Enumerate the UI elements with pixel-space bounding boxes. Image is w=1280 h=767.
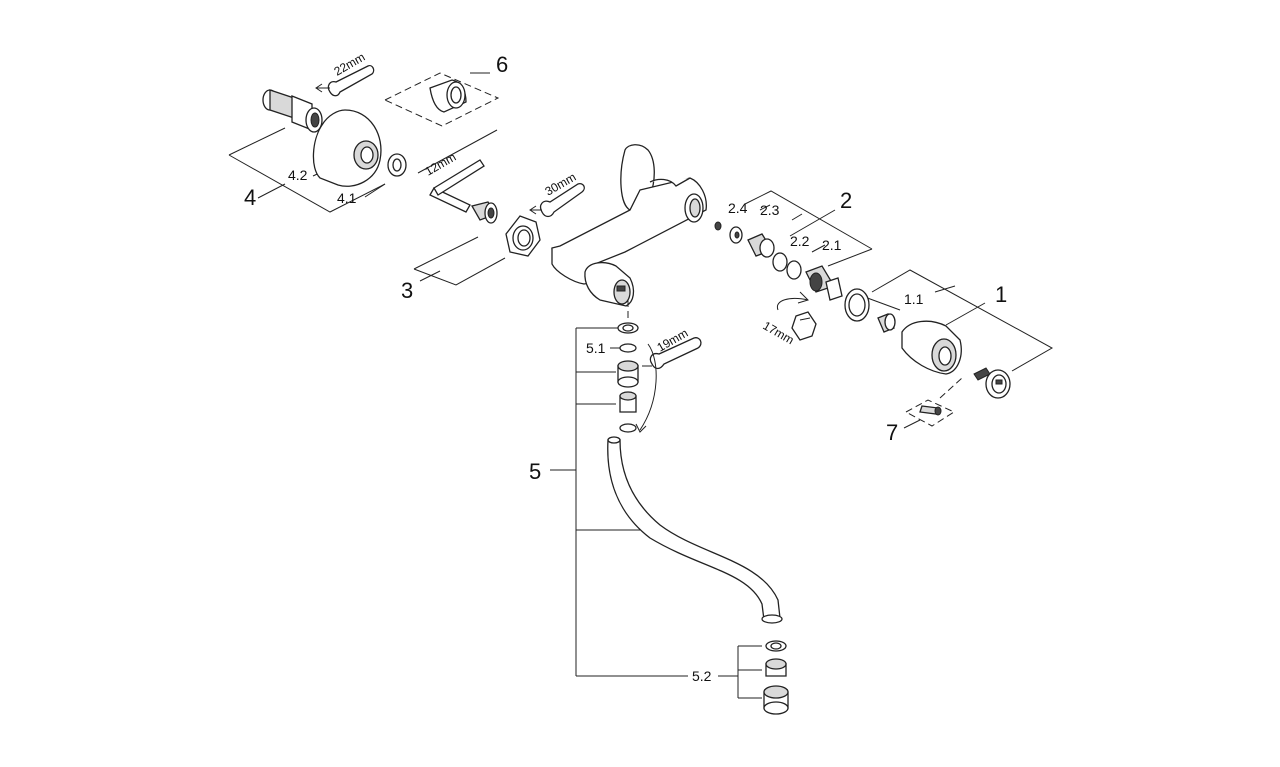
label-5-1: 5.1 bbox=[586, 340, 606, 356]
tool-label-12mm: 12mm bbox=[423, 150, 459, 179]
swivel-nut bbox=[617, 360, 639, 388]
label-5-2: 5.2 bbox=[692, 668, 712, 684]
group-3-union: 30mm 3 bbox=[401, 170, 585, 303]
label-2: 2 bbox=[840, 188, 852, 213]
label-2-4: 2.4 bbox=[728, 200, 748, 216]
grub-screw bbox=[919, 405, 942, 416]
socket-17mm: 17mm bbox=[761, 311, 817, 347]
washer-4-1 bbox=[387, 153, 407, 177]
label-3: 3 bbox=[401, 278, 413, 303]
label-2-3: 2.3 bbox=[760, 202, 780, 218]
group-6-extension: 6 bbox=[383, 52, 508, 127]
handle-knob bbox=[901, 320, 962, 375]
label-4-1: 4.1 bbox=[337, 190, 357, 206]
label-2-1: 2.1 bbox=[822, 237, 842, 253]
spout-tube bbox=[607, 423, 783, 624]
group-1-handle: 1 1.1 bbox=[844, 269, 1054, 399]
label-4-2: 4.2 bbox=[288, 167, 308, 183]
label-1-1: 1.1 bbox=[904, 291, 924, 307]
wrench-19mm: 19mm bbox=[635, 326, 702, 433]
wall-rosette bbox=[312, 109, 382, 187]
aerator-set bbox=[718, 640, 789, 715]
headpart bbox=[805, 265, 843, 301]
hex-key-12mm: 12mm bbox=[423, 150, 485, 213]
union-nut bbox=[505, 215, 541, 257]
swivel-ring bbox=[617, 322, 639, 334]
washer-2-3 bbox=[729, 226, 743, 244]
label-1: 1 bbox=[995, 282, 1007, 307]
group-4-wall-connector: 22mm 4 4.2 4.1 bbox=[228, 50, 407, 213]
wrench-30mm: 30mm bbox=[529, 170, 585, 218]
group-7-screws: 7 bbox=[886, 377, 963, 445]
wrench-22mm: 22mm bbox=[315, 50, 375, 97]
extension-piece bbox=[429, 79, 467, 113]
group-5-spout: 19mm 5 5.1 5.2 bbox=[529, 300, 789, 715]
o-ring-2-4 bbox=[714, 221, 722, 231]
mixer-body bbox=[551, 144, 707, 307]
label-7: 7 bbox=[886, 420, 898, 445]
spindle-extension-1-1 bbox=[877, 313, 896, 333]
seat-2-2 bbox=[747, 233, 775, 258]
label-2-2: 2.2 bbox=[790, 233, 810, 249]
o-ring-5-1 bbox=[619, 343, 637, 353]
spout-sleeve bbox=[619, 391, 637, 413]
indicator-cap bbox=[973, 367, 1011, 399]
group-2-headpart: 17mm 2 2.4 2.3 2.2 2.1 bbox=[714, 188, 873, 347]
sleeve-ring bbox=[844, 288, 870, 322]
label-4: 4 bbox=[244, 185, 256, 210]
label-5: 5 bbox=[529, 459, 541, 484]
label-6: 6 bbox=[496, 52, 508, 77]
tool-label-17mm: 17mm bbox=[761, 318, 797, 347]
eccentric-connector bbox=[262, 89, 323, 133]
o-ring-2-1 bbox=[772, 252, 802, 280]
threaded-nipple bbox=[471, 201, 498, 224]
